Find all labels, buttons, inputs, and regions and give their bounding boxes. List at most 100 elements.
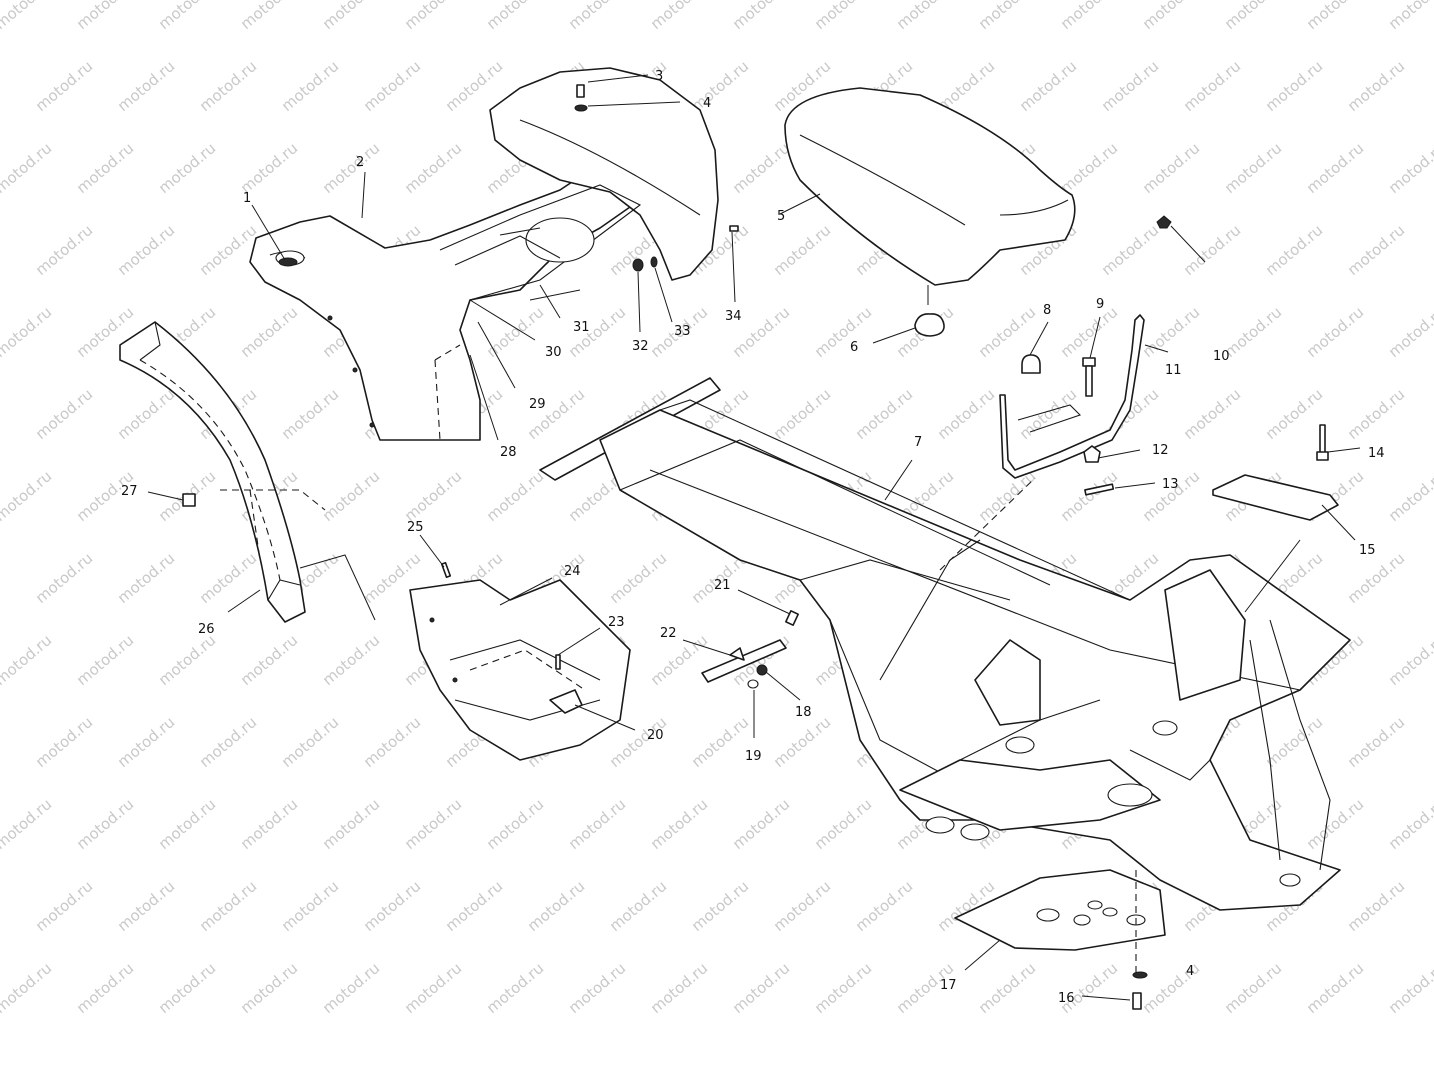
watermark-text: motod.ru [565, 959, 629, 1017]
watermark-text: motod.ru [1344, 877, 1408, 935]
watermark-text: motod.ru [1221, 139, 1285, 197]
callout-18: 18 [795, 705, 812, 720]
watermark-text: motod.ru [1057, 0, 1121, 33]
watermark-text: motod.ru [1016, 385, 1080, 443]
watermark-text: motod.ru [1139, 303, 1203, 361]
watermark-text: motod.ru [114, 713, 178, 771]
watermark-text: motod.ru [1303, 303, 1367, 361]
watermark-text: motod.ru [32, 877, 96, 935]
watermark-text: motod.ru [975, 0, 1039, 33]
callout-22: 22 [660, 626, 677, 641]
watermark-text: motod.ru [32, 713, 96, 771]
watermark-text: motod.ru [1098, 221, 1162, 279]
callout-34: 34 [725, 309, 742, 324]
watermark-text: motod.ru [196, 221, 260, 279]
watermark-text: motod.ru [114, 57, 178, 115]
callout-1: 1 [243, 191, 251, 206]
watermark-text: motod.ru [155, 0, 219, 33]
watermark-text: motod.ru [1303, 139, 1367, 197]
watermark-text: motod.ru [1262, 57, 1326, 115]
watermark-text: motod.ru [729, 959, 793, 1017]
callout-12: 12 [1152, 443, 1169, 458]
watermark-text: motod.ru [729, 0, 793, 33]
watermark-text: motod.ru [688, 713, 752, 771]
watermark-text: motod.ru [73, 631, 137, 689]
watermark-text: motod.ru [770, 385, 834, 443]
watermark-text: motod.ru [1139, 139, 1203, 197]
watermark-text: motod.ru [278, 385, 342, 443]
watermark-text: motod.ru [32, 549, 96, 607]
fender-flare-part [119, 321, 376, 623]
callout-3: 3 [655, 69, 663, 84]
callout-10: 10 [1213, 349, 1230, 364]
watermark-text: motod.ru [483, 795, 547, 853]
watermark-text: motod.ru [1180, 57, 1244, 115]
watermark-text: motod.ru [1344, 57, 1408, 115]
main-frame-part [539, 377, 1351, 911]
watermark-text: motod.ru [1385, 795, 1434, 853]
watermark-text: motod.ru [114, 549, 178, 607]
callout-28: 28 [500, 445, 517, 460]
watermark-text: motod.ru [319, 631, 383, 689]
watermark-text: motod.ru [32, 221, 96, 279]
watermark-text: motod.ru [114, 221, 178, 279]
watermark-text: motod.ru [278, 713, 342, 771]
watermark-text: motod.ru [237, 795, 301, 853]
watermark-text: motod.ru [811, 0, 875, 33]
watermark-text: motod.ru [729, 139, 793, 197]
watermark-text: motod.ru [155, 631, 219, 689]
watermark-text: motod.ru [688, 57, 752, 115]
callout-33: 33 [674, 324, 691, 339]
watermark-text: motod.ru [73, 795, 137, 853]
watermark-text: motod.ru [401, 467, 465, 525]
watermark-text: motod.ru [319, 139, 383, 197]
watermark-text: motod.ru [1385, 303, 1434, 361]
watermark-text: motod.ru [360, 57, 424, 115]
watermark-text: motod.ru [1344, 385, 1408, 443]
watermark-text: motod.ru [1057, 467, 1121, 525]
watermark-text: motod.ru [401, 959, 465, 1017]
watermark-text: motod.ru [1139, 0, 1203, 33]
watermark-text: motod.ru [811, 959, 875, 1017]
callout-27: 27 [121, 484, 138, 499]
watermark-text: motod.ru [1221, 959, 1285, 1017]
watermark-text: motod.ru [606, 877, 670, 935]
watermark-text: motod.ru [647, 959, 711, 1017]
seat-part [784, 87, 1076, 337]
watermark-text: motod.ru [893, 0, 957, 33]
watermark-text: motod.ru [237, 959, 301, 1017]
watermark-text: motod.ru [1221, 0, 1285, 33]
footwell-part [409, 579, 631, 761]
watermark-text: motod.ru [1344, 221, 1408, 279]
tube-part [999, 314, 1145, 479]
watermark-text: motod.ru [0, 303, 55, 361]
watermark-text: motod.ru [1262, 221, 1326, 279]
watermark-text: motod.ru [0, 467, 55, 525]
watermark-text: motod.ru [1221, 303, 1285, 361]
watermark-text: motod.ru [155, 139, 219, 197]
watermark-text: motod.ru [278, 877, 342, 935]
watermark-text: motod.ru [1344, 713, 1408, 771]
watermark-text: motod.ru [319, 959, 383, 1017]
watermark-text: motod.ru [360, 713, 424, 771]
callout-15: 15 [1359, 543, 1376, 558]
watermark-text: motod.ru [237, 303, 301, 361]
watermark-text: motod.ru [770, 877, 834, 935]
callout-31: 31 [573, 320, 590, 335]
callout-29: 29 [529, 397, 546, 412]
watermark-text: motod.ru [1262, 385, 1326, 443]
watermark-text: motod.ru [1180, 221, 1244, 279]
callout-9: 9 [1096, 297, 1104, 312]
watermark-text: motod.ru [688, 877, 752, 935]
watermark-text: motod.ru [360, 877, 424, 935]
callout-25: 25 [407, 520, 424, 535]
watermark-text: motod.ru [32, 57, 96, 115]
callout-6: 6 [850, 340, 858, 355]
watermark-text: motod.ru [1016, 57, 1080, 115]
watermark-text: motod.ru [606, 549, 670, 607]
callout-32: 32 [632, 339, 649, 354]
watermark-text: motod.ru [647, 631, 711, 689]
watermark-text: motod.ru [1303, 0, 1367, 33]
bracket-part [701, 639, 787, 683]
